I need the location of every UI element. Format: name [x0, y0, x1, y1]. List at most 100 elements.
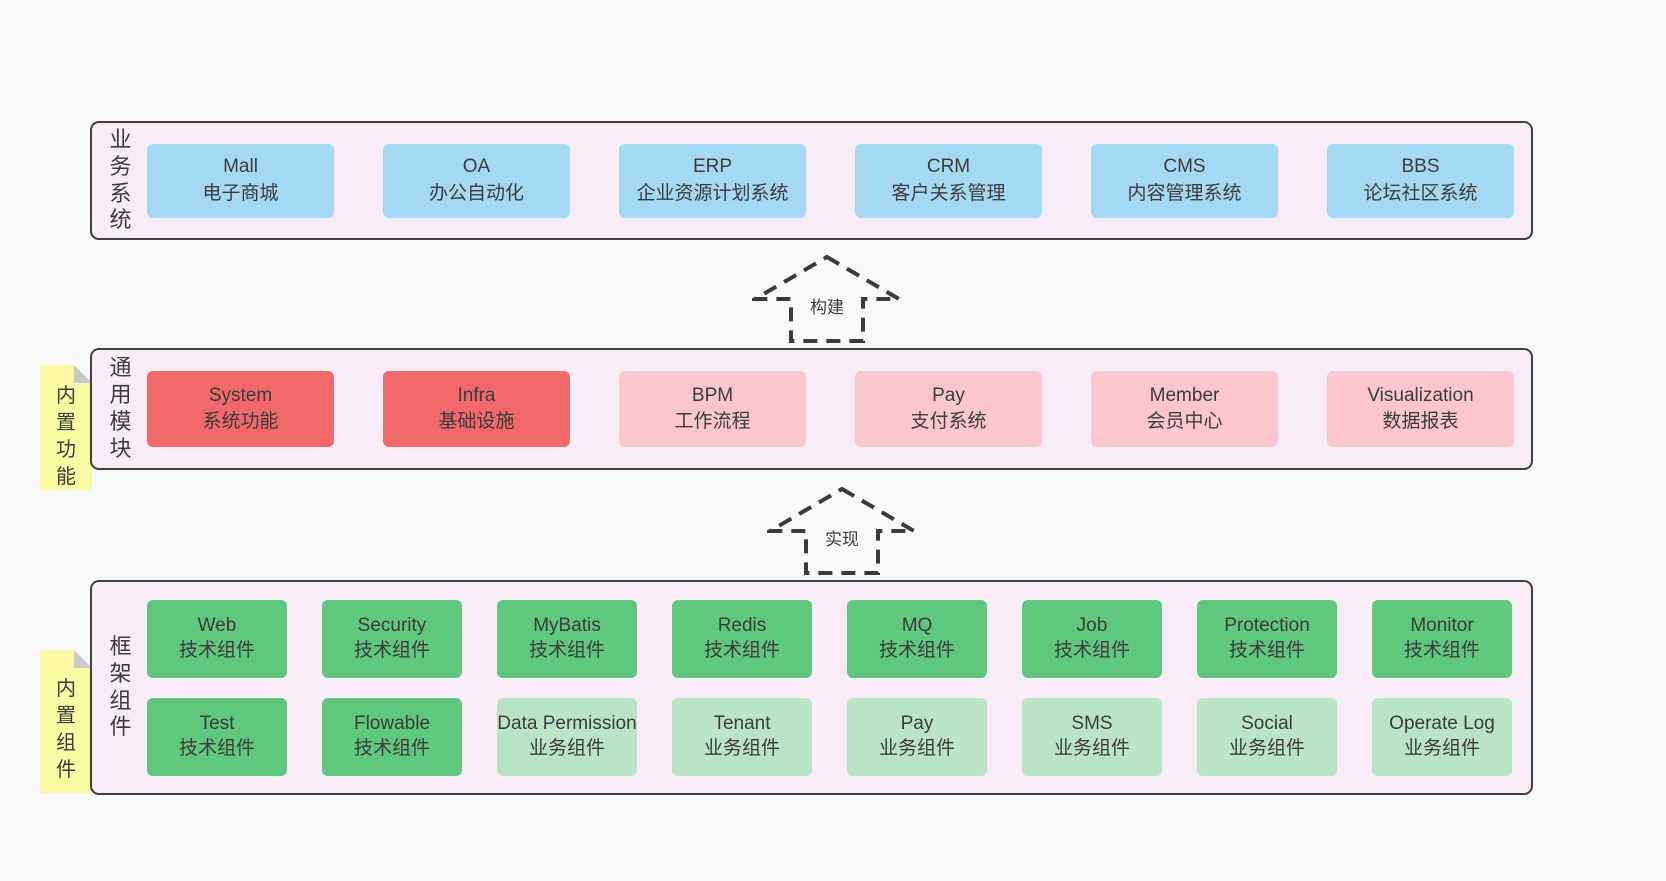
box-flowable: Flowable 技术组件 [322, 697, 462, 776]
box-subtitle: 数据报表 [1382, 411, 1459, 432]
arrow-implement-label: 实现 [822, 524, 862, 551]
box-cms: CMS 内容管理系统 [1091, 143, 1278, 218]
box-subtitle: 技术组件 [878, 639, 955, 661]
box-title: Redis [717, 615, 767, 637]
up-arrow-icon [767, 486, 917, 575]
box-subtitle: 会员中心 [1146, 411, 1223, 432]
box-subtitle: 技术组件 [178, 639, 255, 661]
panel-business-systems: 业务系统 Mall 电子商城 OA 办公自动化 ERP 企业资源计划系统 CRM… [90, 121, 1533, 240]
box-title: Security [357, 615, 427, 637]
box-title: OA [462, 156, 491, 178]
box-subtitle: 基础设施 [438, 411, 515, 432]
box-subtitle: 技术组件 [1403, 639, 1480, 661]
box-subtitle: 技术组件 [178, 737, 255, 759]
box-title: ERP [692, 156, 733, 178]
box-subtitle: 论坛社区系统 [1363, 182, 1478, 204]
box-subtitle: 支付系统 [910, 411, 987, 432]
box-job: Job 技术组件 [1022, 599, 1162, 678]
business-systems-row: Mall 电子商城 OA 办公自动化 ERP 企业资源计划系统 CRM 客户关系… [147, 143, 1514, 218]
box-title: Test [199, 713, 235, 735]
box-operate-log: Operate Log 业务组件 [1372, 697, 1512, 776]
box-title: Protection [1224, 615, 1310, 637]
box-title: Flowable [353, 713, 431, 735]
box-social: Social 业务组件 [1197, 697, 1337, 776]
tag-built-in-components: 内置组件 [40, 650, 92, 793]
box-subtitle: 业务组件 [1228, 737, 1305, 759]
box-subtitle: 业务组件 [878, 737, 955, 759]
box-security: Security 技术组件 [322, 599, 462, 678]
box-subtitle: 技术组件 [353, 737, 430, 759]
box-title: Mall [223, 156, 258, 178]
box-subtitle: 技术组件 [353, 639, 430, 661]
box-subtitle: 系统功能 [202, 411, 279, 432]
box-member: Member 会员中心 [1091, 371, 1278, 447]
box-system: System 系统功能 [147, 371, 334, 447]
box-subtitle: 业务组件 [703, 737, 780, 759]
framework-components-rows: Web 技术组件 Security 技术组件 MyBatis 技术组件 Redi… [147, 599, 1512, 776]
box-erp: ERP 企业资源计划系统 [619, 143, 806, 218]
box-title: BBS [1401, 156, 1440, 178]
tag-built-in-features: 内置功能 [40, 365, 92, 490]
box-title: CMS [1163, 156, 1206, 178]
arrow-build: 构建 [752, 254, 902, 344]
box-oa: OA 办公自动化 [383, 143, 570, 218]
panel-label-business-systems: 业务系统 [109, 126, 132, 233]
panel-framework-components: 框架组件 Web 技术组件 Security 技术组件 MyBatis 技术组件… [90, 580, 1533, 795]
box-test: Test 技术组件 [147, 697, 287, 776]
box-title: Operate Log [1389, 713, 1495, 735]
box-title: MQ [901, 615, 933, 637]
box-subtitle: 电子商城 [202, 182, 279, 204]
box-title: BPM [691, 384, 734, 406]
box-monitor: Monitor 技术组件 [1372, 599, 1512, 678]
box-subtitle: 客户关系管理 [891, 182, 1006, 204]
box-data-permission: Data Permission 业务组件 [497, 697, 637, 776]
box-subtitle: 业务组件 [1403, 737, 1480, 759]
box-protection: Protection 技术组件 [1197, 599, 1337, 678]
box-title: System [208, 384, 273, 406]
common-modules-row: System 系统功能 Infra 基础设施 BPM 工作流程 Pay 支付系统… [147, 371, 1514, 447]
box-title: Infra [457, 384, 496, 406]
box-visualization: Visualization 数据报表 [1327, 371, 1514, 447]
box-subtitle: 技术组件 [1053, 639, 1130, 661]
box-subtitle: 办公自动化 [428, 182, 524, 204]
box-pay: Pay 支付系统 [855, 371, 1042, 447]
box-subtitle: 工作流程 [674, 411, 751, 432]
box-subtitle: 内容管理系统 [1127, 182, 1242, 204]
box-bpm: BPM 工作流程 [619, 371, 806, 447]
box-redis: Redis 技术组件 [672, 599, 812, 678]
box-mall: Mall 电子商城 [147, 143, 334, 218]
box-title: MyBatis [533, 615, 601, 637]
box-subtitle: 企业资源计划系统 [636, 182, 789, 204]
box-title: Job [1076, 615, 1108, 637]
box-sms: SMS 业务组件 [1022, 697, 1162, 776]
box-mq: MQ 技术组件 [847, 599, 987, 678]
panel-common-modules: 通用模块 System 系统功能 Infra 基础设施 BPM 工作流程 Pay… [90, 348, 1533, 470]
arrow-implement: 实现 [767, 486, 917, 576]
box-title: Visualization [1367, 384, 1474, 406]
box-title: SMS [1071, 713, 1113, 735]
up-arrow-icon [752, 254, 902, 343]
panel-label-common-modules: 通用模块 [109, 355, 132, 461]
box-title: Web [197, 615, 237, 637]
box-title: Social [1241, 713, 1293, 735]
box-title: Pay [932, 384, 965, 406]
tag-label: 内置组件 [56, 678, 76, 781]
tech-components-row: Web 技术组件 Security 技术组件 MyBatis 技术组件 Redi… [147, 599, 1512, 678]
box-infra: Infra 基础设施 [383, 371, 570, 447]
box-tenant: Tenant 业务组件 [672, 697, 812, 776]
box-bbs: BBS 论坛社区系统 [1327, 143, 1514, 218]
box-mybatis: MyBatis 技术组件 [497, 599, 637, 678]
box-subtitle: 业务组件 [1053, 737, 1130, 759]
box-title: CRM [926, 156, 971, 178]
tag-label: 内置功能 [56, 385, 76, 488]
box-subtitle: 技术组件 [528, 639, 605, 661]
box-title: Data Permission [497, 713, 637, 735]
box-title: Pay [900, 713, 934, 735]
box-title: Monitor [1410, 615, 1474, 637]
box-web: Web 技术组件 [147, 599, 287, 678]
box-crm: CRM 客户关系管理 [855, 143, 1042, 218]
box-pay: Pay 业务组件 [847, 697, 987, 776]
arrow-build-label: 构建 [807, 292, 847, 319]
box-title: Member [1149, 384, 1220, 406]
